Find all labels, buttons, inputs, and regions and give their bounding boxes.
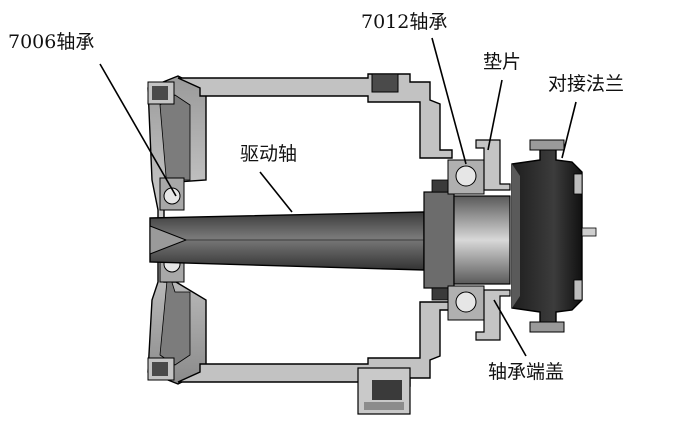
drive-shaft <box>149 211 425 271</box>
bearing-end-cap <box>475 139 511 341</box>
leader-7012-bearing <box>431 37 467 165</box>
label-7006-bearing: 7006轴承 <box>8 31 94 53</box>
left-end-housing <box>147 75 207 385</box>
label-7012-bearing: 7012轴承 <box>361 11 447 33</box>
label-bearing-end-cap: 轴承端盖 <box>488 361 564 383</box>
label-drive-shaft: 驱动轴 <box>240 143 297 165</box>
bearing-7012 <box>447 159 485 321</box>
leader-drive-shaft <box>259 171 293 213</box>
leader-gasket <box>487 79 503 151</box>
leader-bearing-end-cap <box>493 299 527 357</box>
shaft-hub <box>423 179 511 301</box>
main-housing <box>177 73 453 415</box>
leader-7006-bearing <box>99 63 177 197</box>
leader-docking-flange <box>561 101 577 159</box>
label-gasket: 垫片 <box>483 51 521 73</box>
label-docking-flange: 对接法兰 <box>548 73 624 95</box>
docking-flange <box>511 139 597 333</box>
